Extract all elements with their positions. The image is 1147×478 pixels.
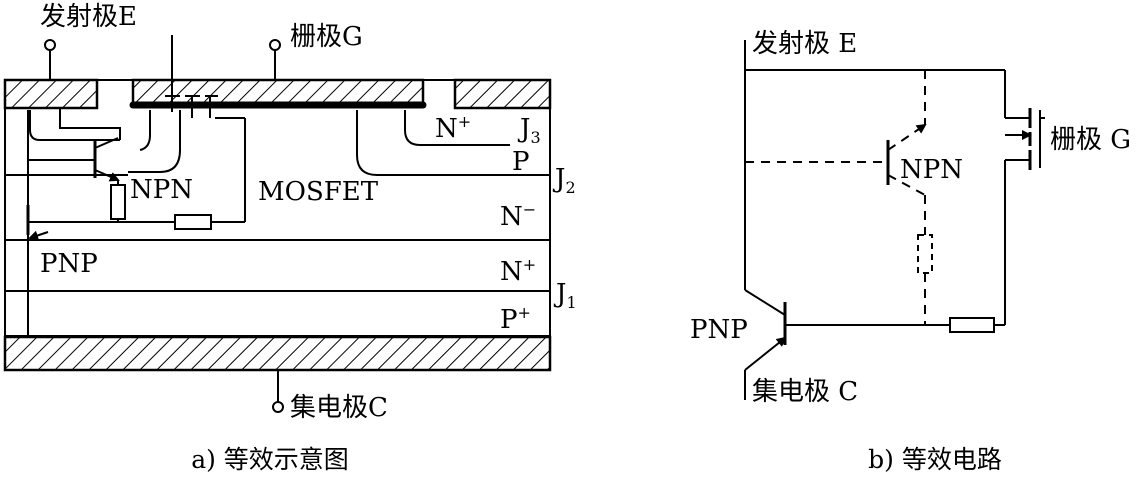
circuit-emitter-label: 发射极 E (752, 29, 857, 59)
pnp-label-right: PNP (690, 315, 748, 345)
pnp-resistor-left (174, 214, 212, 230)
collector-contact (3, 335, 552, 372)
p-plus-label: P+ (500, 303, 531, 335)
caption-left: a) 等效示意图 (191, 445, 349, 474)
p-region (356, 110, 550, 176)
gate-label: 栅极G (290, 22, 363, 52)
emitter-contact-right (453, 78, 552, 110)
collector-terminal (272, 401, 284, 413)
circuit-gate-label: 栅极 G (1050, 125, 1131, 155)
structure-diagram: 发射极E 栅极G 集电极C N+ J3 P J2 NPN MOSFET N− P… (3, 2, 577, 474)
npn-label-right: NPN (900, 155, 963, 185)
j2-label: J2 (552, 164, 576, 197)
npn-resistor-right (917, 234, 933, 274)
npn-label-left: NPN (130, 175, 193, 205)
emitter-contact-left (3, 78, 99, 110)
npn-resistor-left (110, 184, 126, 220)
gate-terminal (269, 39, 281, 51)
n-plus-mid-label: N+ (500, 255, 536, 287)
n-minus-label: N− (500, 200, 536, 232)
n-plus-top-label: N+ (435, 112, 471, 144)
pnp-label-left: PNP (40, 249, 98, 279)
mosfet-label: MOSFET (258, 177, 379, 207)
n-plus-well (404, 110, 510, 146)
emitter-label: 发射极E (40, 2, 137, 32)
pnp-resistor-right (949, 317, 995, 333)
circuit-collector-label: 集电极 C (752, 377, 858, 407)
caption-right: b) 等效电路 (868, 445, 1002, 474)
j3-label: J3 (517, 114, 541, 147)
j1-label: J1 (553, 279, 577, 312)
collector-label: 集电极C (290, 393, 388, 423)
p-region-label: P (512, 147, 530, 177)
emitter-terminal (44, 39, 56, 51)
gate-electrode (131, 78, 425, 107)
equivalent-circuit: 发射极 E 栅极 G NPN PNP 集电极 C b) 等效电路 (690, 29, 1131, 474)
